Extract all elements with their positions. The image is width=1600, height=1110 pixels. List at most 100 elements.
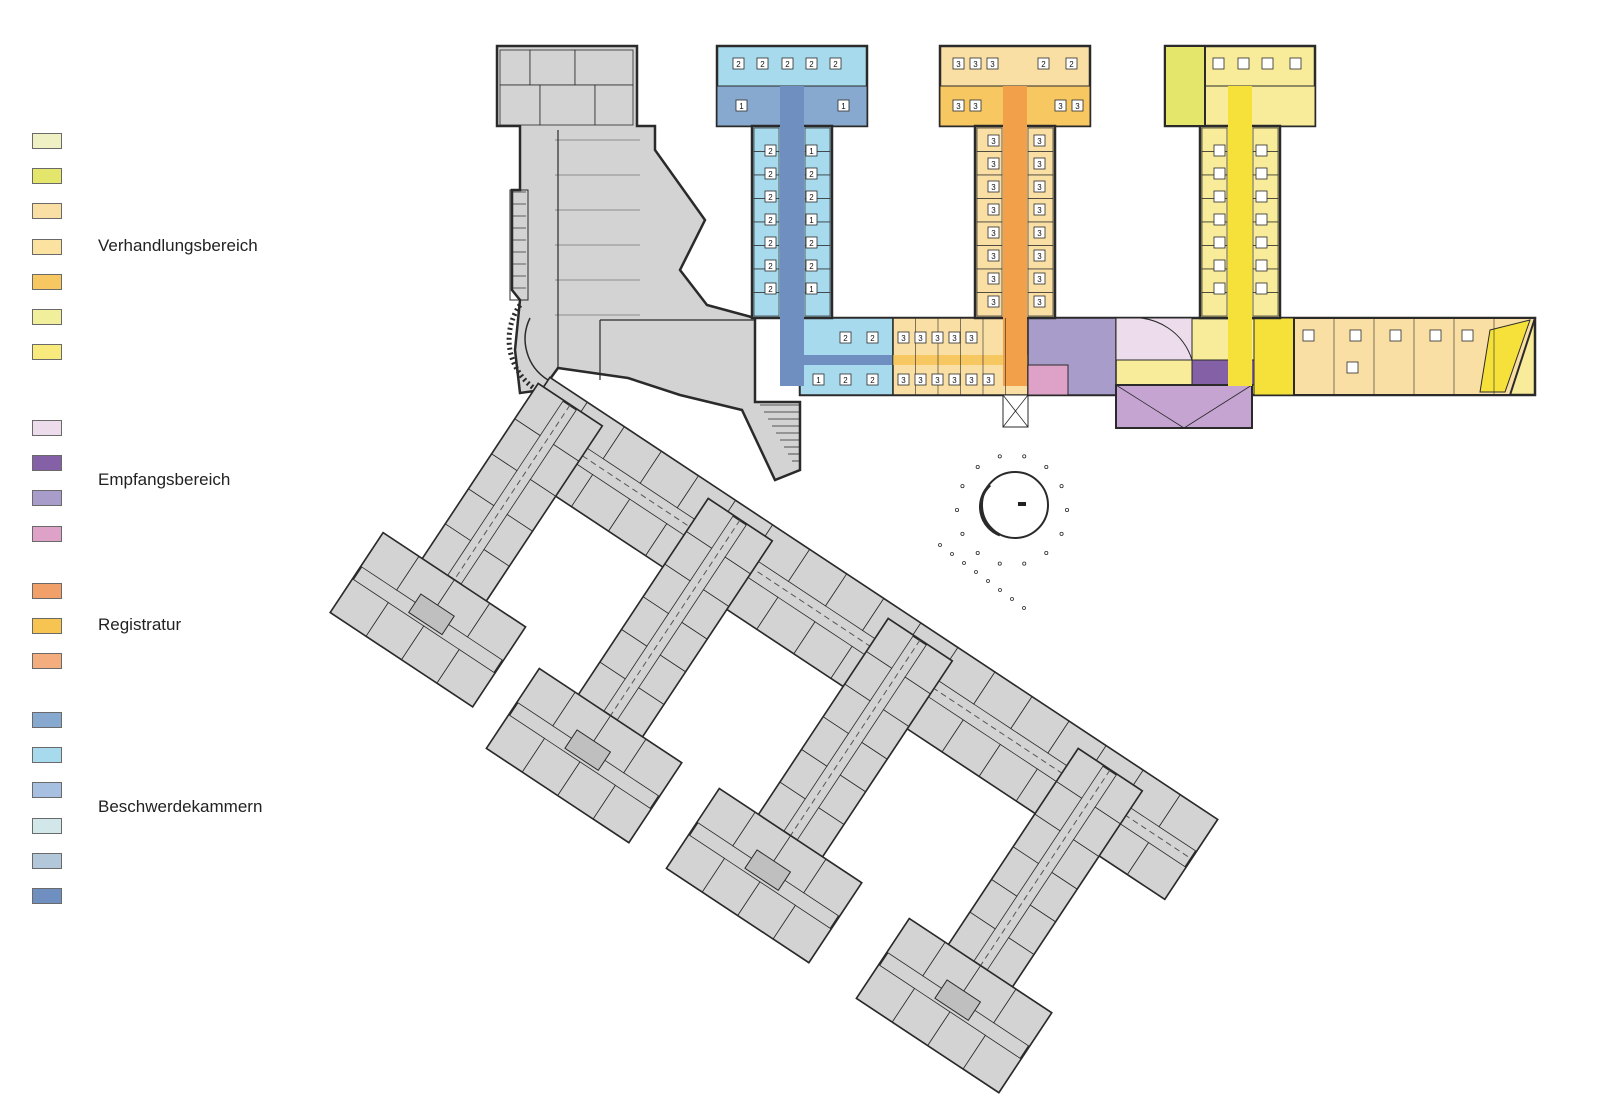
room-number: 3 bbox=[991, 137, 996, 146]
room-number-box bbox=[837, 99, 850, 112]
room-number-box bbox=[987, 249, 1000, 262]
room-number-box bbox=[839, 331, 852, 344]
room-number: 3 bbox=[1037, 160, 1042, 169]
room-number: 1 bbox=[739, 102, 744, 111]
legend-swatch bbox=[32, 583, 62, 599]
legend-swatch bbox=[32, 782, 62, 799]
room-number-box bbox=[812, 373, 825, 386]
grey-room bbox=[696, 788, 756, 847]
legend-label: Beschwerdekammern bbox=[98, 797, 263, 816]
legend-label: Verhandlungsbereich bbox=[98, 235, 258, 255]
room-number: 3 bbox=[973, 60, 978, 69]
roof-line bbox=[1115, 384, 1185, 429]
east-tip bbox=[1479, 319, 1531, 393]
room-number: 3 bbox=[991, 252, 996, 261]
room-number: 3 bbox=[935, 334, 940, 343]
room-number: 2 bbox=[809, 262, 814, 271]
room-number-box bbox=[805, 259, 818, 272]
room-number-box bbox=[1255, 167, 1268, 180]
room-number: 2 bbox=[768, 193, 773, 202]
room-number-box bbox=[1212, 57, 1225, 70]
room-number-box bbox=[987, 272, 1000, 285]
corridor-line bbox=[453, 404, 571, 581]
column-dot bbox=[1059, 531, 1064, 536]
room-number: 2 bbox=[768, 262, 773, 271]
legend-swatch bbox=[32, 273, 62, 290]
column-dot bbox=[1044, 551, 1049, 556]
legend-swatch bbox=[32, 653, 62, 670]
room-number-box bbox=[1033, 295, 1046, 308]
room-number-box bbox=[805, 144, 818, 157]
column-dot bbox=[975, 551, 980, 556]
room-number-box bbox=[948, 331, 961, 344]
legend-swatch bbox=[32, 203, 62, 220]
room-number-box bbox=[1389, 329, 1402, 342]
grey-wing bbox=[485, 497, 774, 844]
legend-label: Registratur bbox=[98, 615, 182, 635]
room-number: 3 bbox=[1058, 102, 1063, 111]
room-number: 3 bbox=[1037, 275, 1042, 284]
room-number: 2 bbox=[785, 60, 790, 69]
stair-core bbox=[744, 849, 792, 892]
room-number-box bbox=[735, 99, 748, 112]
wing-room bbox=[1201, 292, 1228, 317]
room-number: 3 bbox=[1075, 102, 1080, 111]
legend-swatch bbox=[32, 817, 62, 834]
room-number: 2 bbox=[833, 60, 838, 69]
wing-room bbox=[1252, 292, 1279, 317]
room-number-box bbox=[1033, 203, 1046, 216]
room-number-box bbox=[952, 99, 965, 112]
grey-room bbox=[486, 714, 546, 773]
room-number-box bbox=[1213, 282, 1226, 295]
room-number: 2 bbox=[768, 147, 773, 156]
column-dot bbox=[998, 588, 1002, 592]
room-number-box bbox=[1255, 190, 1268, 203]
room-number: 3 bbox=[952, 376, 957, 385]
room-number: 3 bbox=[991, 160, 996, 169]
room-number-box bbox=[987, 157, 1000, 170]
grey-room bbox=[886, 918, 946, 977]
grey-room bbox=[360, 532, 420, 591]
room-number-box bbox=[987, 180, 1000, 193]
grey-building-section bbox=[329, 44, 1219, 1094]
entrance-arc bbox=[524, 317, 549, 381]
room-number-box bbox=[969, 99, 982, 112]
room-number-box bbox=[1071, 99, 1084, 112]
room-number: 2 bbox=[809, 193, 814, 202]
room-number-box bbox=[781, 57, 794, 70]
stair-core bbox=[564, 729, 612, 772]
room-number-box bbox=[764, 167, 777, 180]
room-number-box bbox=[1302, 329, 1315, 342]
room-number-box bbox=[1289, 57, 1302, 70]
corridor-line bbox=[609, 519, 741, 717]
room-number-box bbox=[1033, 157, 1046, 170]
room-number: 3 bbox=[1037, 137, 1042, 146]
porch-line bbox=[1002, 394, 1029, 428]
room-number-box bbox=[805, 57, 818, 70]
room-number-box bbox=[732, 57, 745, 70]
column-dot bbox=[1022, 606, 1026, 610]
room-number-box bbox=[1261, 57, 1274, 70]
room-number: 3 bbox=[973, 102, 978, 111]
room-number-box bbox=[866, 331, 879, 344]
purple-block bbox=[1115, 384, 1253, 429]
grey-wing bbox=[329, 382, 604, 708]
legend-swatch bbox=[32, 133, 62, 149]
column-dot bbox=[997, 454, 1002, 459]
stair-core bbox=[934, 979, 982, 1022]
column-dot bbox=[975, 464, 980, 469]
room-number-box bbox=[897, 331, 910, 344]
legend-swatch bbox=[32, 420, 62, 436]
room-number-box bbox=[1033, 180, 1046, 193]
legend-swatch bbox=[32, 344, 62, 361]
room-number-box bbox=[987, 295, 1000, 308]
room-number-box bbox=[965, 373, 978, 386]
room-number-box bbox=[1033, 134, 1046, 147]
room-number-box bbox=[1255, 213, 1268, 226]
room-number: 2 bbox=[736, 60, 741, 69]
roof-line bbox=[1183, 384, 1253, 429]
legend-swatch bbox=[32, 747, 62, 764]
grey-room bbox=[529, 49, 576, 86]
room-number-box bbox=[805, 213, 818, 226]
